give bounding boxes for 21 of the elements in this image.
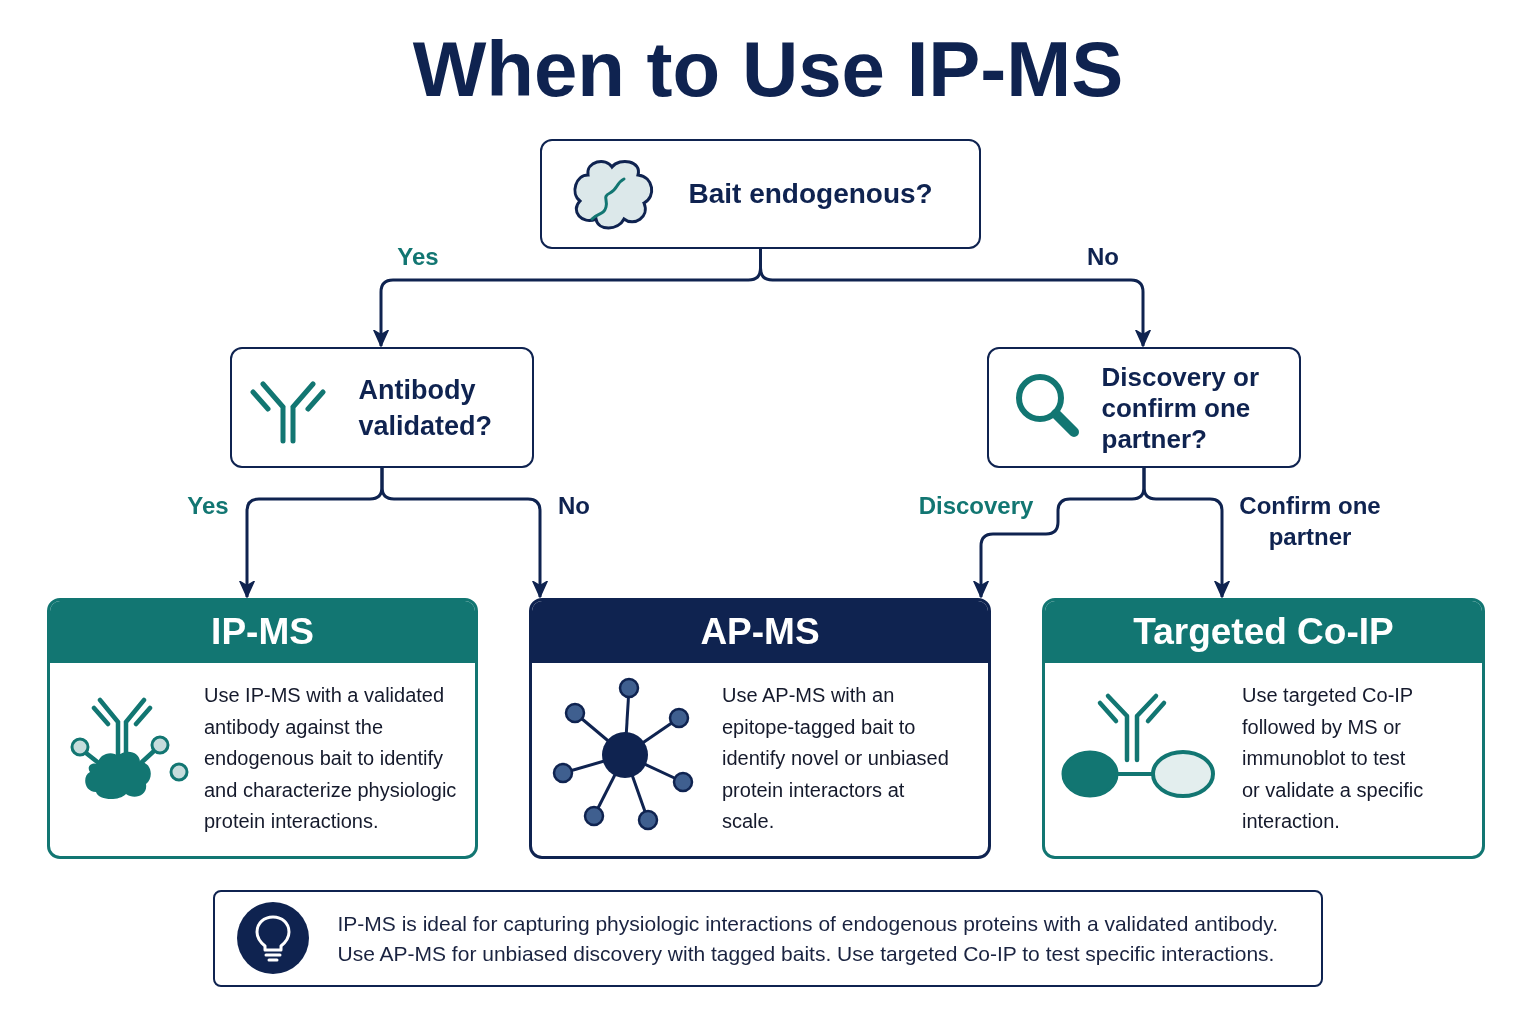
card-description: Use IP-MS with a validated antibody against the endogenous bait to identify and characterize physiologic protein interactions.	[204, 683, 458, 834]
arrow	[1142, 468, 1230, 598]
card-description: Use AP-MS with an epitope-tagged bait to identify novel or unbiased protein interactors at scale.	[722, 683, 950, 834]
note-text: IP-MS is ideal for capturing physiologic interactions of endogenous proteins with a validated antibody. Use AP-MS for unbiased discovery with tagged baits. Use targeted Co-IP to test specific interactions.	[337, 910, 1279, 967]
card-title: Targeted Co-IP	[1045, 601, 1482, 663]
note-box	[213, 890, 1323, 987]
card-description: Use targeted Co-IP followed by MS or immunoblot to test or validate a specific interaction.	[1242, 683, 1425, 834]
decision-box	[540, 139, 981, 249]
card-title: IP-MS	[50, 601, 475, 663]
card-title: AP-MS	[532, 601, 988, 663]
method-card	[1042, 598, 1485, 859]
question-text: Discovery or confirm one partner?	[1101, 361, 1261, 454]
decision-box	[230, 347, 534, 468]
question-text: Bait endogenous?	[688, 177, 934, 211]
diagram-title: When to Use IP-MS	[412, 24, 1124, 114]
method-card	[529, 598, 991, 859]
method-card	[47, 598, 478, 859]
decision-box	[987, 347, 1301, 468]
arrow	[759, 249, 1151, 347]
arrow	[380, 468, 548, 598]
question-text: Antibody validated?	[358, 373, 494, 443]
